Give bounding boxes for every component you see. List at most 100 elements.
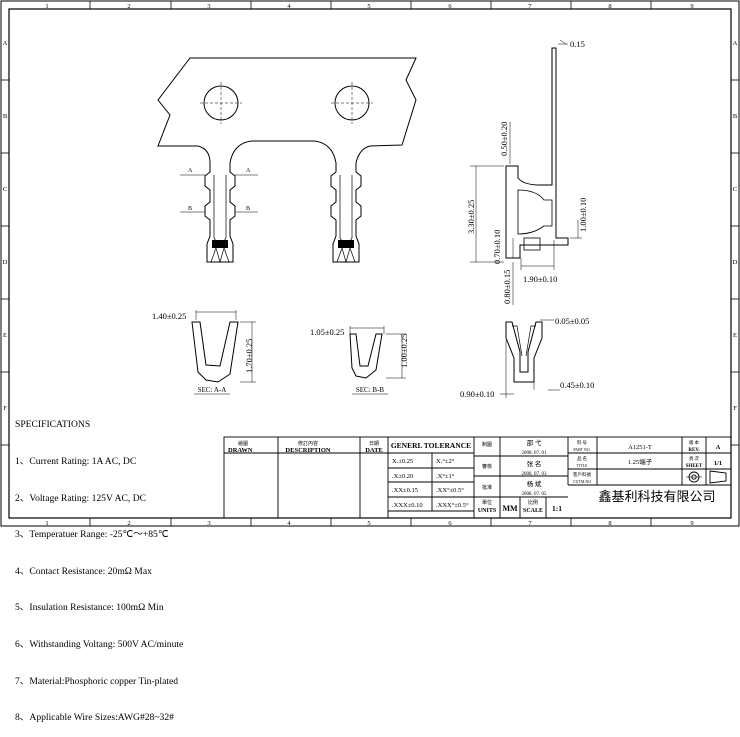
col-label-8: 8 (608, 3, 611, 10)
col-label-6b: 6 (448, 520, 452, 527)
spec-line-3: 3、Temperatuer Range: -25℃～+85℃ (15, 529, 169, 541)
row-label-c: C (3, 186, 7, 193)
section-label-aa: SEC: A-A (198, 386, 227, 394)
side-profile (505, 47, 569, 259)
row-label-d-r: D (733, 259, 738, 266)
col-label-7b: 7 (528, 520, 532, 527)
tol-3-1: .XXX°±0.5° (436, 502, 469, 509)
row-label-e: E (3, 332, 7, 339)
row-label-e-r: E (733, 332, 737, 339)
section-label-bb: SEC: B-B (356, 386, 385, 394)
dim-070: 0.70±0.10 (492, 230, 502, 264)
spec-line-4: 4、Contact Resistance: 20mΩ Max (15, 565, 152, 577)
date-label: DATE (365, 447, 383, 454)
dim-105: 1.05±0.25 (310, 327, 344, 337)
col-label-3: 3 (207, 3, 210, 10)
rev-value: A (716, 444, 721, 451)
tol-1-0: .X±0.20 (392, 473, 413, 480)
col-label-7: 7 (528, 3, 532, 10)
tolerance-title: GENERL TOLERANCE (391, 441, 471, 450)
scale-cn: 比例 (528, 499, 538, 506)
cust-cn: 客戶料號 (573, 471, 591, 478)
row-label-a-r: A (733, 40, 738, 47)
part-no-label: PART NO. (573, 447, 590, 452)
spec-line-7: 7、Material:Phosphoric copper Tin-plated (15, 675, 179, 687)
approve-cn: 批准 (482, 484, 492, 491)
col-label-3b: 3 (207, 520, 210, 527)
section-aa (191, 310, 256, 383)
row-label-a: A (3, 40, 8, 47)
dim-100-sec: 1.00±0.25 (399, 334, 409, 368)
title-block-text: 繪圖 DRAWN 修訂內容 DESCRIPTION 日期 DATE GENERL… (228, 438, 722, 514)
rev-label: REV. (688, 448, 700, 453)
scale-label: SCALE (523, 508, 543, 514)
section-aa-profile (191, 321, 239, 383)
outer-frame (0, 0, 740, 527)
draw-cn: 制圖 (482, 441, 492, 448)
spec-line-1: 1、Current Rating: 1A AC, DC (15, 456, 137, 468)
title-block-grid (223, 436, 732, 519)
row-label-b-r: B (733, 113, 738, 120)
col-label-4: 4 (287, 3, 291, 10)
section-aa-dims: 1.40±0.25 1.70±0.25 (152, 311, 254, 373)
col-label-1b: 1 (45, 520, 48, 527)
section-marks: A A B B (188, 168, 251, 212)
dim-090: 0.90±0.10 (460, 389, 494, 399)
scale-value: 1:1 (552, 504, 562, 513)
front-dims: 0.05±0.05 0.45±0.10 0.90±0.10 (460, 316, 594, 399)
company-name: 鑫基利科技有限公司 (598, 490, 716, 505)
sign-date-2: 2008. 07. 03 (522, 472, 548, 477)
section-mark-a2: A (246, 168, 251, 174)
sheet-cn: 頁 次 (689, 455, 700, 462)
section-bb (349, 326, 406, 379)
title-value: 1.25端子 (628, 457, 653, 466)
strip-outline (157, 57, 417, 263)
dim-190: 1.90±0.10 (523, 274, 557, 284)
title-cn: 品 名 (577, 455, 587, 462)
specifications: SPECIFICATIONS 1、Current Rating: 1A AC, … (15, 395, 183, 737)
dim-080: 0.80±0.15 (502, 270, 512, 304)
row-label-b: B (3, 113, 8, 120)
dim-005: 0.05±0.05 (555, 316, 589, 326)
signature-2: 张 名 (527, 459, 542, 468)
sheet-value: 1/1 (714, 460, 722, 467)
sign-date-1: 2008. 07. 01 (522, 451, 548, 456)
spec-line-5: 5、Insulation Resistance: 100mΩ Min (15, 602, 164, 614)
sign-date-3: 2008. 07. 05 (522, 492, 548, 497)
dim-170: 1.70±0.25 (244, 339, 254, 373)
sheet-label: SHEET (686, 464, 703, 469)
check-cn: 審核 (482, 463, 492, 470)
dim-045: 0.45±0.10 (560, 380, 594, 390)
col-label-9: 9 (690, 3, 693, 10)
desc-label: DESCRIPTION (285, 447, 330, 454)
row-label-f: F (3, 405, 7, 412)
units-label: UNITS (478, 508, 497, 514)
desc-cn: 修訂內容 (298, 440, 318, 447)
spec-line-6: 6、Withstanding Voltang: 500V AC/minute (15, 639, 184, 651)
section-bb-profile (349, 333, 383, 379)
col-label-9b: 9 (690, 520, 693, 527)
row-label-c-r: C (733, 186, 737, 193)
row-label-f-r: F (733, 405, 737, 412)
side-view (470, 39, 582, 305)
col-label-6: 6 (448, 3, 452, 10)
col-label-8b: 8 (608, 520, 611, 527)
row-label-d: D (3, 259, 8, 266)
section-mark-a1: A (188, 168, 193, 174)
section-bb-dims: 1.05±0.25 1.00±0.25 (310, 327, 409, 368)
spec-line-8: 8、Applicable Wire Sizes:AWG#28~32# (15, 712, 174, 724)
tol-0-1: X.°±2° (436, 458, 455, 465)
tol-3-0: .XXX±0.10 (392, 502, 423, 509)
zone-labels: 1 2 3 4 5 6 7 8 9 1 2 3 4 5 6 7 8 9 A B … (3, 3, 738, 527)
front-view (500, 319, 560, 398)
section-mark-b1: B (188, 206, 192, 212)
dim-thickness: 0.15 (570, 39, 585, 49)
spec-line-2: 2、Voltage Rating: 125V AC, DC (15, 492, 147, 504)
units-value: MM (502, 504, 518, 513)
signature-3: 杨 斌 (527, 479, 542, 488)
spec-title: SPECIFICATIONS (15, 419, 91, 431)
cust-label: CUTM.NO (573, 479, 591, 484)
dim-140: 1.40±0.25 (152, 311, 186, 321)
side-dims: 0.15 0.50±0.20 3.30±0.25 1.00±0.10 0.70±… (466, 39, 588, 304)
